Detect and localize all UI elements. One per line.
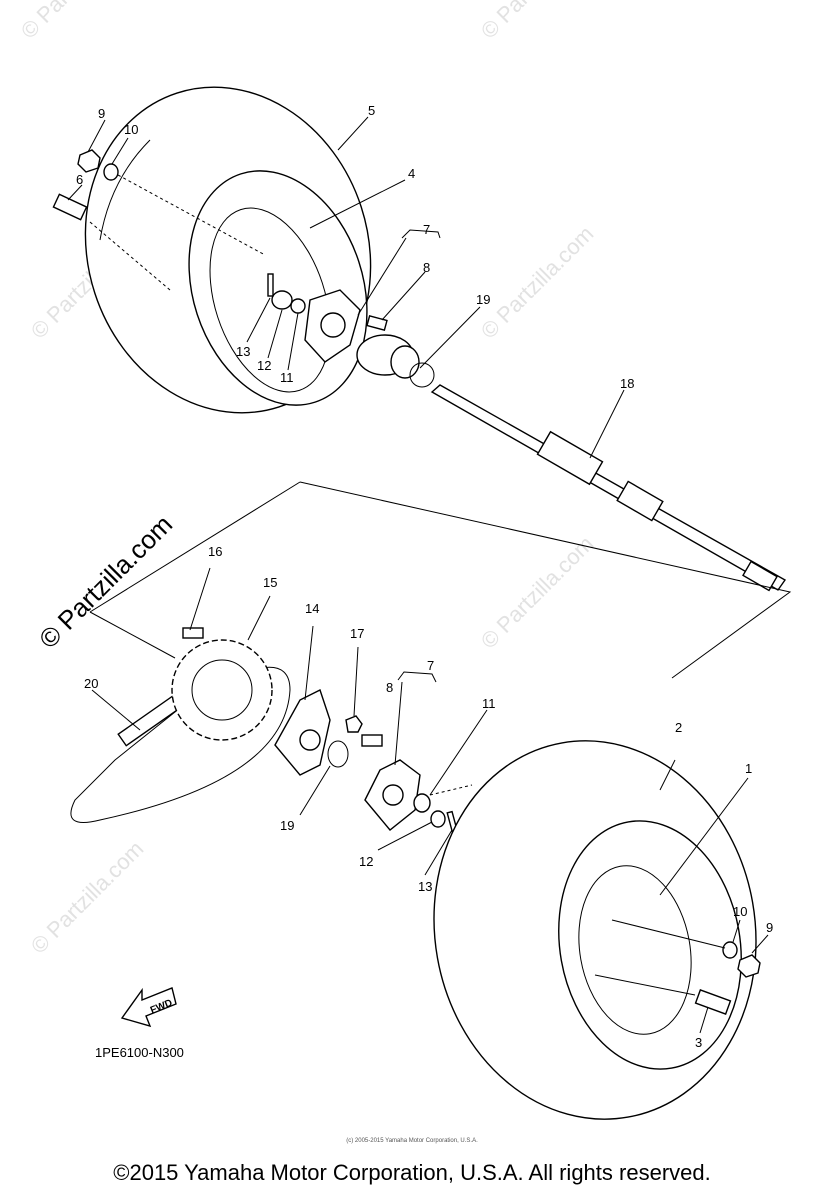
leader-lines-bottom — [91, 567, 769, 1034]
tire-bottom — [433, 740, 757, 1120]
callout-label: 6 — [76, 172, 83, 187]
watermark-text: © Partzilla.com — [476, 531, 599, 654]
callouts-top: 9 10 6 5 4 7 8 19 13 12 11 18 — [76, 103, 634, 391]
callout-label: 8 — [423, 260, 430, 275]
watermark-text: © Partzilla.com — [476, 0, 599, 44]
callout-label: 2 — [675, 720, 682, 735]
pin-nut-washer-top — [267, 273, 306, 314]
watermark-text: © Partzilla.com — [476, 221, 599, 344]
o-ring-bottom — [327, 740, 349, 768]
hub-bottom — [364, 759, 421, 831]
callout-label: 5 — [368, 103, 375, 118]
callout-label: 18 — [620, 376, 634, 391]
callout-label: 19 — [476, 292, 490, 307]
bolt-bottom — [361, 734, 383, 747]
callout-label: 15 — [263, 575, 277, 590]
watermark-text: © Partzilla.com — [26, 836, 149, 959]
nut-bottom-wheel — [737, 954, 761, 978]
callout-label: 19 — [280, 818, 294, 833]
callout-label: 14 — [305, 601, 319, 616]
washer-bottom — [413, 793, 431, 813]
sprocket — [171, 639, 273, 741]
callouts-bottom: 16 15 14 17 7 8 20 11 2 1 19 12 13 10 9 … — [84, 544, 773, 1050]
callout-label: 11 — [482, 696, 496, 711]
washer-bottom-wheel — [722, 941, 738, 959]
callout-label: 12 — [359, 854, 373, 869]
top-wheel-assembly — [52, 86, 787, 592]
callout-label: 7 — [427, 658, 434, 673]
nut-top — [77, 149, 266, 256]
callout-label: 1 — [745, 761, 752, 776]
callout-label: 9 — [98, 106, 105, 121]
callout-label: 10 — [124, 122, 138, 137]
watermark-main: © Partzilla.com — [33, 509, 178, 654]
callout-label: 9 — [766, 920, 773, 935]
callout-label: 13 — [236, 344, 250, 359]
bottom-drive-assembly — [70, 627, 761, 1120]
copyright-notice: ©2015 Yamaha Motor Corporation, U.S.A. A… — [113, 1160, 711, 1185]
fwd-arrow-icon: FWD — [120, 987, 177, 1028]
callout-label: 20 — [84, 676, 98, 691]
chain-drive-boundary — [299, 481, 792, 679]
callout-label: 13 — [418, 879, 432, 894]
sprocket-bolt — [182, 627, 204, 639]
callout-label: 3 — [695, 1035, 702, 1050]
bearing-housing — [356, 334, 435, 388]
diagram-code: 1PE6100-N300 — [95, 1045, 184, 1060]
hub-top — [304, 289, 361, 363]
callout-label: 7 — [423, 222, 430, 237]
valve-stem-top — [52, 193, 171, 291]
leader-lines-top — [67, 116, 625, 459]
sprocket-hub — [274, 689, 331, 776]
callout-label: 10 — [733, 904, 747, 919]
valve-stem-bottom — [694, 989, 732, 1015]
watermark-text: © Partzilla.com — [16, 0, 139, 44]
callout-label: 12 — [257, 358, 271, 373]
rear-axle — [430, 384, 787, 592]
callout-label: 17 — [350, 626, 364, 641]
sprocket-nut — [345, 715, 363, 733]
callout-label: 8 — [386, 680, 393, 695]
callout-label: 11 — [280, 370, 294, 385]
small-print: (c) 2005-2015 Yamaha Motor Corporation, … — [346, 1138, 478, 1144]
callout-label: 4 — [408, 166, 415, 181]
nut-bottom — [430, 810, 446, 828]
callout-label: 16 — [208, 544, 222, 559]
